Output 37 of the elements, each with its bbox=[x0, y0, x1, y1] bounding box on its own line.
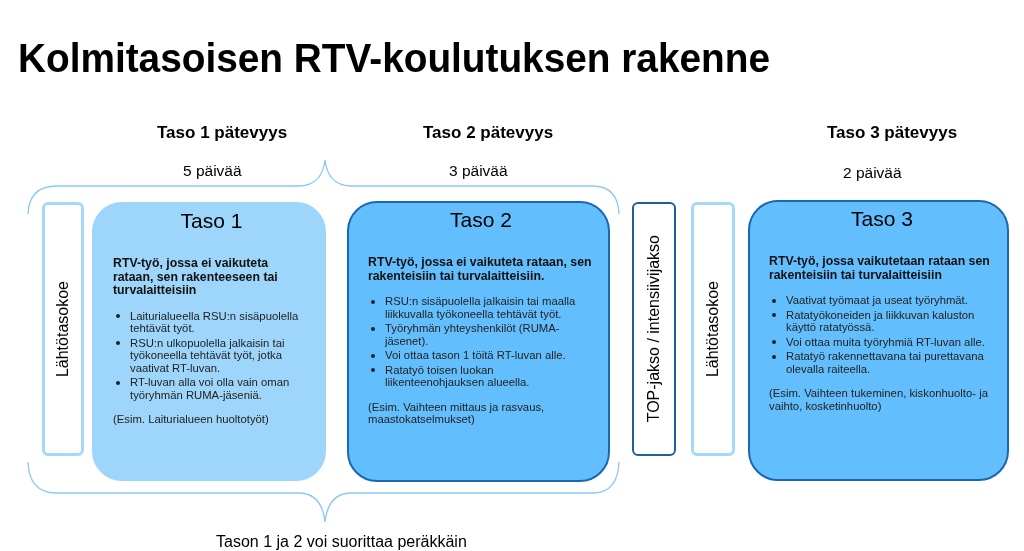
box-title: Taso 3 bbox=[851, 206, 913, 231]
rounded-panel bbox=[92, 202, 326, 481]
vertical-label: Lähtötasokoe bbox=[53, 280, 72, 378]
bullet-item: Voi ottaa muita työryhmiä RT-luvan alle. bbox=[786, 335, 985, 348]
column-heading: Taso 3 pätevyys bbox=[827, 123, 958, 142]
vertical-panel bbox=[691, 202, 735, 456]
vertical-panel bbox=[632, 202, 676, 456]
duration-label: 3 päivää bbox=[449, 161, 508, 180]
bullet-item: RT-luvan alla voi olla vain oman työryhmän RUMA-jäseniä. bbox=[130, 376, 291, 401]
bullet-item: Ratatyö toisen luokan liikenteenohjauksen alueella. bbox=[385, 363, 531, 389]
bullet-item: RSU:n sisäpuolella jalkaisin tai maalla liikkuvalla työkoneella tehtävät työt. bbox=[385, 295, 577, 320]
note-text: Tason 1 ja 2 voi suorittaa peräkkäin bbox=[216, 532, 467, 551]
slide-title: Kolmitasoisen RTV-koulutuksen rakenne bbox=[18, 38, 770, 78]
bullet-item: Vaativat työmaat ja useat työryhmät. bbox=[786, 294, 968, 307]
box-title: Taso 1 bbox=[180, 208, 243, 233]
lead-text: RTV-työ, jossa ei vaikuteta rataan, sen rakenteisiin tai turvalaitteisiin. bbox=[368, 256, 593, 283]
example-text: (Esim. Laiturialueen huoltotyöt) bbox=[113, 413, 270, 426]
bullet-item: RSU:n ulkopuolella jalkaisin tai työkoneella tehtävät työt, jotka vaativat RT-luvan. bbox=[130, 336, 286, 374]
column-heading: Taso 2 pätevyys bbox=[423, 123, 554, 142]
bullet-item: Työryhmän yhteyshenkilöt (RUMA-jäsenet). bbox=[385, 322, 561, 347]
bullet-item: Voi ottaa tason 1 töitä RT-luvan alle. bbox=[385, 349, 566, 362]
lead-text: RTV-työ, jossa ei vaikuteta rataan, sen rakenteeseen tai turvalaitteisiin bbox=[113, 257, 279, 298]
rounded-panel bbox=[347, 201, 610, 482]
column-heading: Taso 1 pätevyys bbox=[157, 123, 288, 142]
duration-label: 2 päivää bbox=[843, 163, 902, 182]
lead-text: RTV-työ, jossa vaikutetaan rataan sen rakenteisiin tai turvalaitteisiin bbox=[769, 255, 991, 282]
box-title: Taso 2 bbox=[450, 207, 512, 232]
vertical-label: Lähtötasokoe bbox=[703, 280, 722, 378]
bullet-item: Ratatyökoneiden ja liikkuvan kaluston käyttö ratatyössä. bbox=[786, 308, 976, 334]
example-text: (Esim. Vaihteen tukeminen, kiskonhuolto- ja vaihto, kosketinhuolto) bbox=[769, 387, 989, 412]
vertical-label: TOP-jakso / intensiivijakso bbox=[644, 235, 663, 423]
vertical-panel bbox=[42, 202, 84, 456]
bullet-item: Ratatyö rakennettavana tai purettavana olevalla raiteella. bbox=[786, 350, 985, 375]
example-text: (Esim. Vaihteen mittaus ja rasvaus, maastokatselmukset) bbox=[368, 400, 546, 426]
rounded-panel bbox=[748, 200, 1009, 481]
duration-label: 5 päivää bbox=[183, 161, 242, 180]
bullet-item: Laiturialueella RSU:n sisäpuolella tehtävät työt. bbox=[130, 309, 300, 335]
